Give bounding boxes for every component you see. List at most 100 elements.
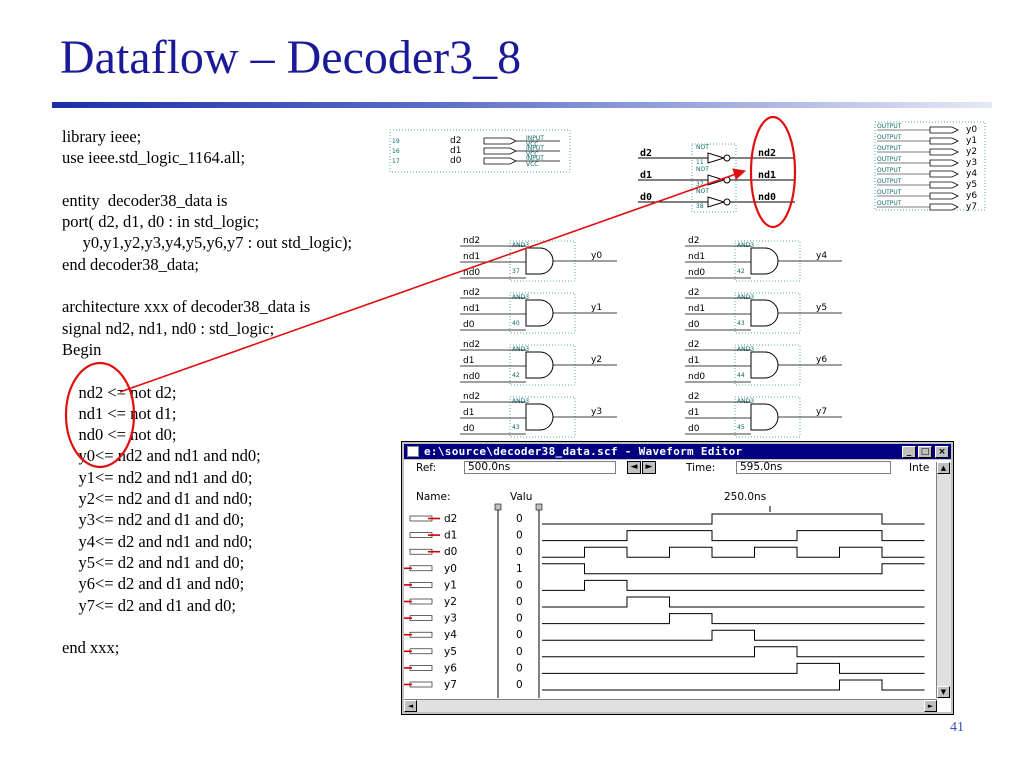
annotation-arrow <box>119 173 737 393</box>
output-pin-symbol <box>929 170 959 178</box>
output-signal-icon <box>409 665 433 671</box>
output-type-label: OUTPUT <box>877 178 902 185</box>
code-line: entity decoder38_data is <box>62 190 228 210</box>
prev-transition-button[interactable]: ◄ <box>627 461 641 474</box>
waveform-trace <box>542 613 925 625</box>
and-gate-number: 43 <box>737 320 745 327</box>
code-line: y1<= nd2 and nd1 and d0; <box>62 467 253 487</box>
column-splitter-handle[interactable] <box>494 503 502 511</box>
and-gate-number: 42 <box>512 372 520 379</box>
signal-value: 0 <box>516 546 523 558</box>
time-label: Time: <box>686 462 716 474</box>
scroll-left-button[interactable]: ◄ <box>404 700 417 712</box>
close-button[interactable]: × <box>935 446 949 458</box>
ref-field[interactable]: 500.0ns <box>464 461 616 474</box>
code-line: library ieee; <box>62 127 142 146</box>
and-gate-input-name: nd0 <box>463 268 480 278</box>
minimize-button[interactable]: _ <box>902 446 916 458</box>
signal-value: 1 <box>516 563 523 575</box>
column-splitter-handle[interactable] <box>535 503 543 511</box>
input-pin-name: d2 <box>450 136 461 146</box>
and-gate-number: 42 <box>737 268 745 275</box>
waveform-trace <box>542 646 925 658</box>
code-line: end decoder38_data; <box>62 254 199 274</box>
ref-label: Ref: <box>416 462 437 474</box>
code-line: y5<= d2 and nd1 and d0; <box>62 552 245 572</box>
signal-name: y4 <box>444 629 457 641</box>
name-column-header: Name: <box>416 491 451 503</box>
waveform-trace <box>542 546 925 558</box>
scroll-down-button[interactable]: ▼ <box>937 686 950 698</box>
and-gate-type-label: AND3 <box>512 346 529 353</box>
and-gate-input-name: nd2 <box>463 288 480 298</box>
and-gate-input-name: nd1 <box>688 304 705 314</box>
inverter-symbol <box>707 196 726 208</box>
inverter-number: 37 <box>696 181 704 188</box>
and-gate-input-name: d1 <box>463 408 474 418</box>
and-gate-type-label: AND3 <box>737 242 754 249</box>
output-signal-icon <box>409 631 433 638</box>
time-field[interactable]: 595.0ns <box>736 461 891 474</box>
code-line: y3<= nd2 and d1 and d0; <box>62 510 245 530</box>
and-gate-output-name: y5 <box>816 303 827 313</box>
window-title: e:\source\decoder38_data.scf - Waveform … <box>424 445 743 458</box>
signal-name: y1 <box>444 579 457 591</box>
input-pin-symbol <box>483 147 517 155</box>
vertical-scrollbar[interactable]: ▲ ▼ <box>936 462 951 698</box>
and-gate-symbol <box>525 247 554 275</box>
scroll-up-button[interactable]: ▲ <box>937 462 950 474</box>
and-gate-input-name: nd1 <box>688 252 705 262</box>
and-gate-output-name: y7 <box>816 407 827 417</box>
signal-name: d1 <box>444 530 457 542</box>
and-gate-input-name: d2 <box>688 392 699 402</box>
output-pin-name: y6 <box>966 191 977 201</box>
and-gate-number: 37 <box>512 268 520 275</box>
waveform-editor-window: e:\source\decoder38_data.scf - Waveform … <box>401 441 954 715</box>
output-pin-symbol <box>929 203 959 211</box>
and-gate-symbol <box>525 299 554 327</box>
output-signal-icon <box>409 648 433 655</box>
next-transition-button[interactable]: ► <box>642 461 656 474</box>
output-type-label: OUTPUT <box>877 156 902 163</box>
output-pin-symbol <box>929 137 959 145</box>
waveform-trace <box>542 679 925 691</box>
waveform-trace <box>542 629 925 641</box>
inverter-symbol <box>707 152 726 164</box>
input-type-label: INPUT <box>526 155 544 162</box>
and-gate-symbol <box>525 351 554 379</box>
waveform-editor-body: Ref: 500.0ns ◄ ► Time: 595.0ns Inte Name… <box>404 460 951 712</box>
output-signal-icon <box>409 615 433 621</box>
inverter-number: 11 <box>696 159 704 166</box>
page-number: 41 <box>950 720 964 735</box>
interval-label: Inte <box>909 462 930 474</box>
code-line: nd1 <= not d1; <box>62 403 177 423</box>
window-title-bar[interactable]: e:\source\decoder38_data.scf - Waveform … <box>404 444 951 459</box>
and-gate-input-name: nd1 <box>463 304 480 314</box>
input-pin-name: d1 <box>450 146 461 156</box>
and-gate-output-name: y0 <box>591 251 602 261</box>
and-gate-input-name: nd2 <box>463 392 480 402</box>
output-pin-symbol <box>929 192 959 200</box>
maximize-button[interactable]: □ <box>918 446 932 458</box>
code-line: use ieee.std_logic_1164.all; <box>62 148 246 168</box>
inverter-input-name: d1 <box>640 170 652 181</box>
vcc-label: VCC <box>526 141 538 148</box>
app-icon <box>407 446 419 457</box>
input-pin-number: 16 <box>392 148 400 155</box>
and-gate-input-name: d2 <box>688 340 699 350</box>
output-type-label: OUTPUT <box>877 167 902 174</box>
input-pin-number: 17 <box>392 158 400 165</box>
signal-name: y0 <box>444 563 457 575</box>
and-gate-input-name: d0 <box>463 424 475 434</box>
scroll-right-button[interactable]: ► <box>924 700 937 712</box>
inverter-type-label: NOT <box>696 144 709 151</box>
input-pin-name: d0 <box>450 156 462 166</box>
signal-value: 0 <box>516 629 523 641</box>
horizontal-scrollbar[interactable]: ◄ ► <box>404 699 937 712</box>
output-pin-symbol <box>929 181 959 189</box>
and-gate-type-label: AND3 <box>512 398 529 405</box>
and-gate-input-name: d2 <box>688 236 699 246</box>
input-type-label: INPUT <box>526 135 544 142</box>
